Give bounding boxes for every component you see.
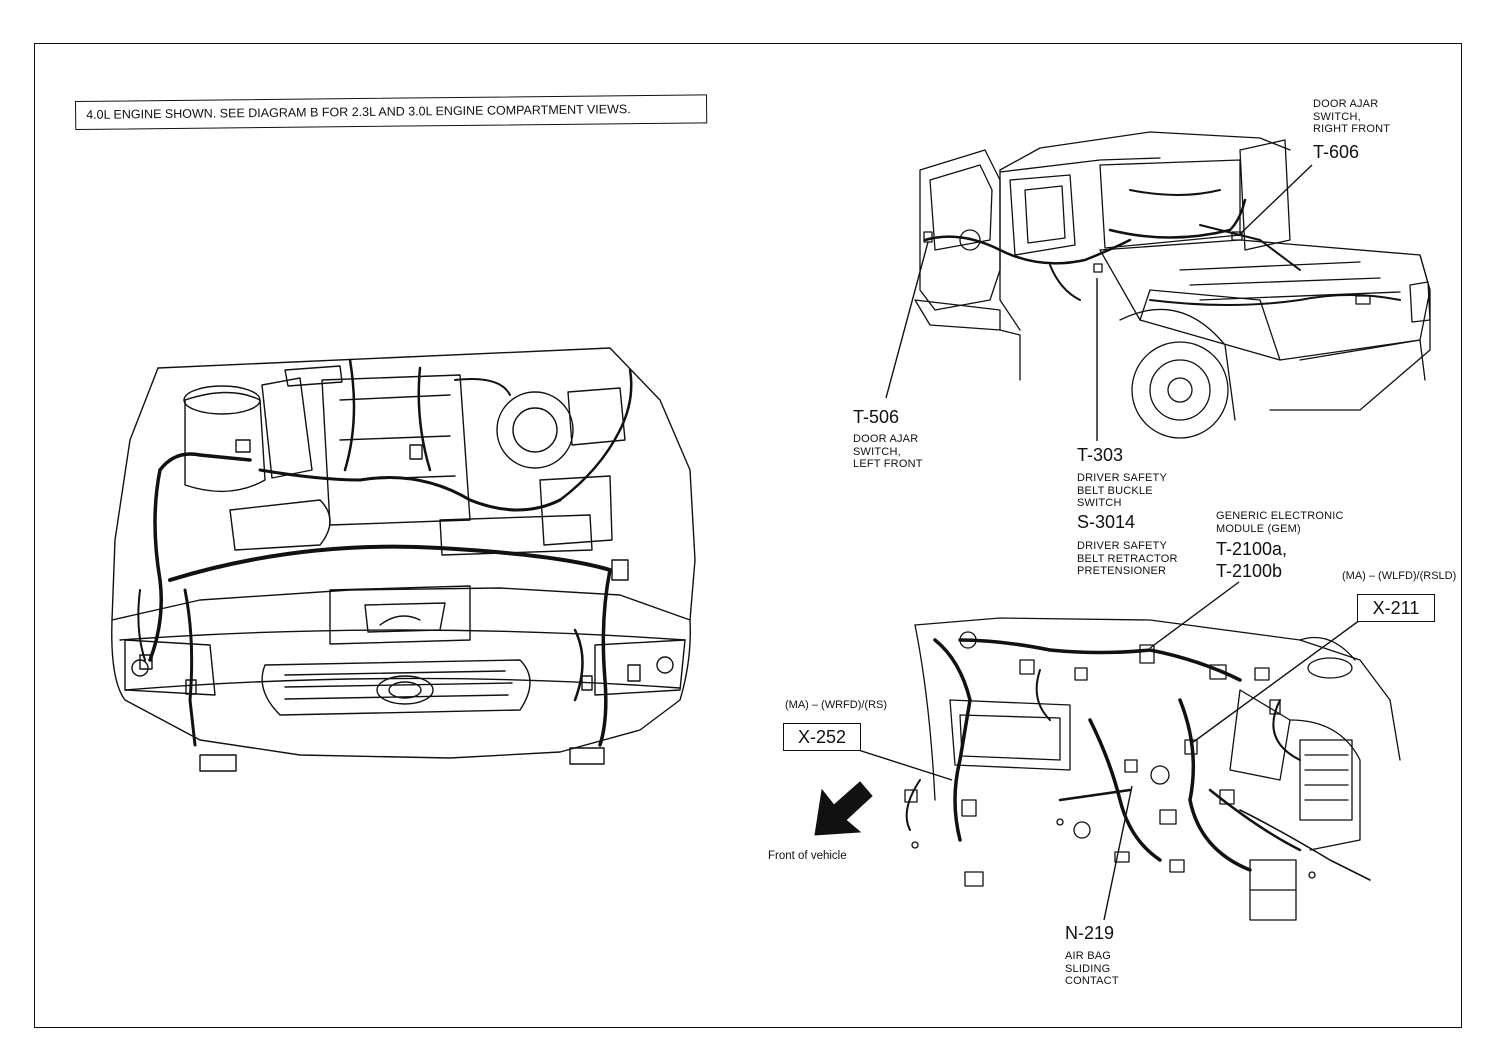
- t303-code: T-303: [1077, 445, 1124, 465]
- x252-variant: (MA) – (WRFD)/(RS): [785, 699, 888, 711]
- front-of-vehicle-arrow: [814, 781, 873, 836]
- x252-connector-box: X-252: [783, 723, 861, 751]
- n219-description: AIR BAG SLIDING CONTACT: [1065, 950, 1119, 988]
- callout-leader-lines: [851, 164, 1361, 921]
- front-of-vehicle-label: Front of vehicle: [768, 850, 847, 862]
- n219-code: N-219: [1065, 923, 1115, 943]
- gem-description: GENERIC ELECTRONIC MODULE (GEM): [1216, 510, 1344, 535]
- page-border: [34, 43, 1462, 1028]
- t506-description: DOOR AJAR SWITCH, LEFT FRONT: [853, 433, 923, 471]
- x211-connector-box: X-211: [1357, 594, 1435, 622]
- s3014-code: S-3014: [1077, 512, 1136, 532]
- t506-code: T-506: [853, 407, 900, 427]
- gem-code-a: T-2100a,: [1216, 539, 1288, 559]
- truck-body-illustration: [914, 131, 1431, 439]
- t606-description: DOOR AJAR SWITCH, RIGHT FRONT: [1313, 98, 1391, 136]
- engine-compartment-illustration: [111, 347, 696, 772]
- s3014-description: DRIVER SAFETY BELT RETRACTOR PRETENSIONE…: [1077, 540, 1178, 578]
- t606-code: T-606: [1313, 142, 1360, 162]
- x211-variant: (MA) – (WLFD)/(RSLD): [1342, 570, 1457, 582]
- instrument-panel-illustration: [904, 617, 1401, 921]
- gem-code-b: T-2100b: [1216, 561, 1283, 581]
- t303-description: DRIVER SAFETY BELT BUCKLE SWITCH: [1077, 472, 1168, 510]
